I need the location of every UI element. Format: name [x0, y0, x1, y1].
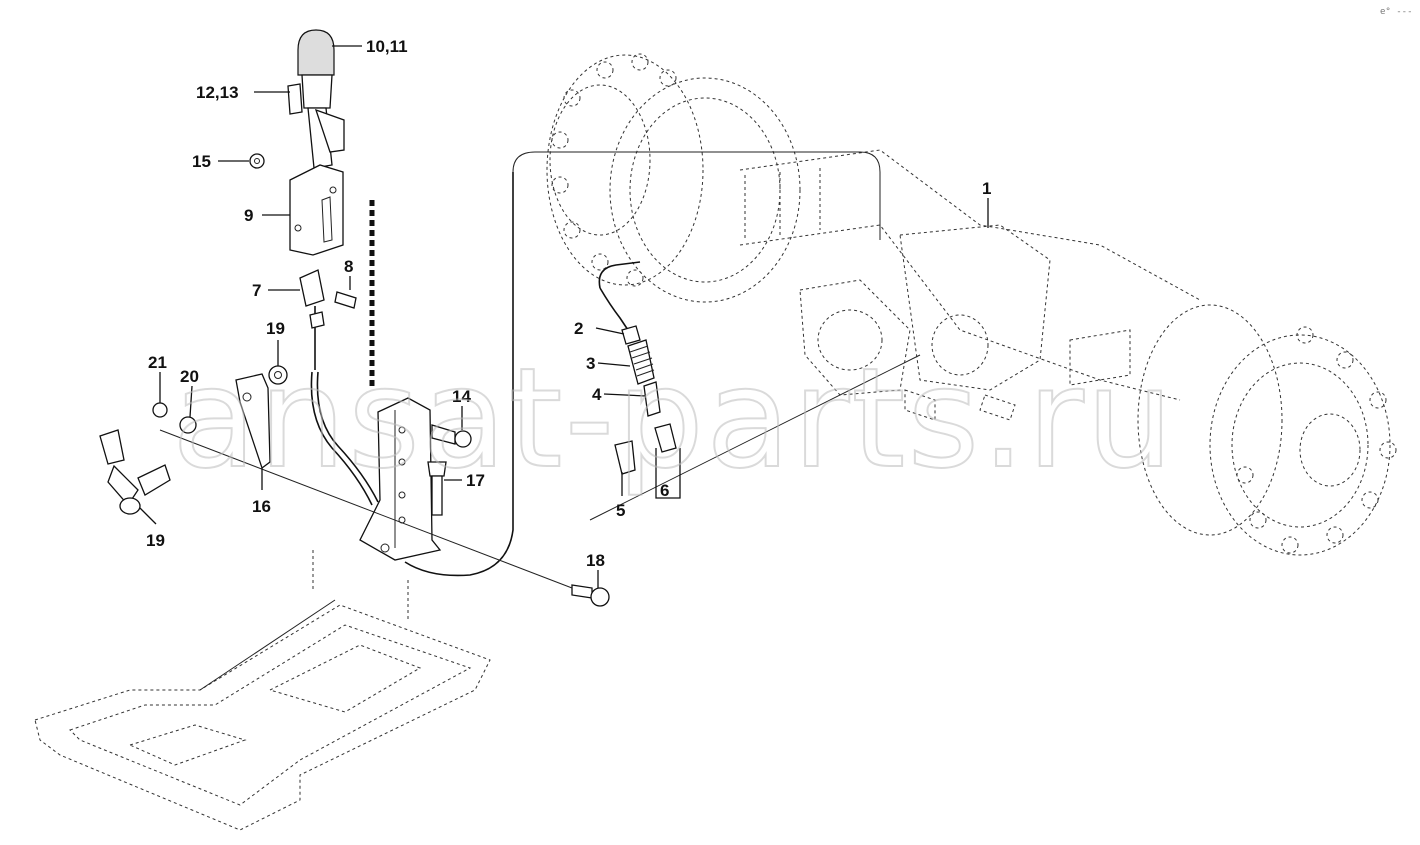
callout-21: 21	[148, 353, 167, 372]
callout-leaders	[139, 45, 989, 588]
brake-fittings	[589, 325, 921, 521]
callout-20: 20	[180, 367, 199, 386]
corner-mark: e° ---	[1380, 7, 1413, 17]
left-hub	[546, 53, 801, 303]
callout-17: 17	[466, 471, 485, 490]
callout-labels: 1 2 3 4 5 6 7 8 9 10,11 12,13 14 15 16 1…	[146, 37, 991, 570]
callout-19-upper: 19	[266, 319, 285, 338]
callout-16: 16	[252, 497, 271, 516]
callout-12-13: 12,13	[196, 83, 239, 102]
callout-19-lower: 19	[146, 531, 165, 550]
callout-10-11: 10,11	[366, 37, 408, 56]
callout-3: 3	[586, 354, 595, 373]
callout-1: 1	[982, 179, 991, 198]
callout-6: 6	[660, 481, 669, 500]
axle-assembly	[404, 53, 1397, 577]
callout-2: 2	[574, 319, 583, 338]
callout-8: 8	[344, 257, 353, 276]
floor-pan	[34, 550, 491, 831]
right-hub	[1137, 304, 1397, 556]
callout-15: 15	[192, 152, 211, 171]
callout-9: 9	[244, 206, 253, 225]
lever-assembly	[99, 29, 610, 607]
callout-18: 18	[586, 551, 605, 570]
axle-housing	[739, 149, 1201, 421]
callout-14: 14	[452, 387, 471, 406]
callout-5: 5	[616, 501, 625, 520]
watermark: ansat-parts.ru	[172, 338, 1175, 499]
callout-7: 7	[252, 281, 261, 300]
callout-4: 4	[592, 385, 602, 404]
